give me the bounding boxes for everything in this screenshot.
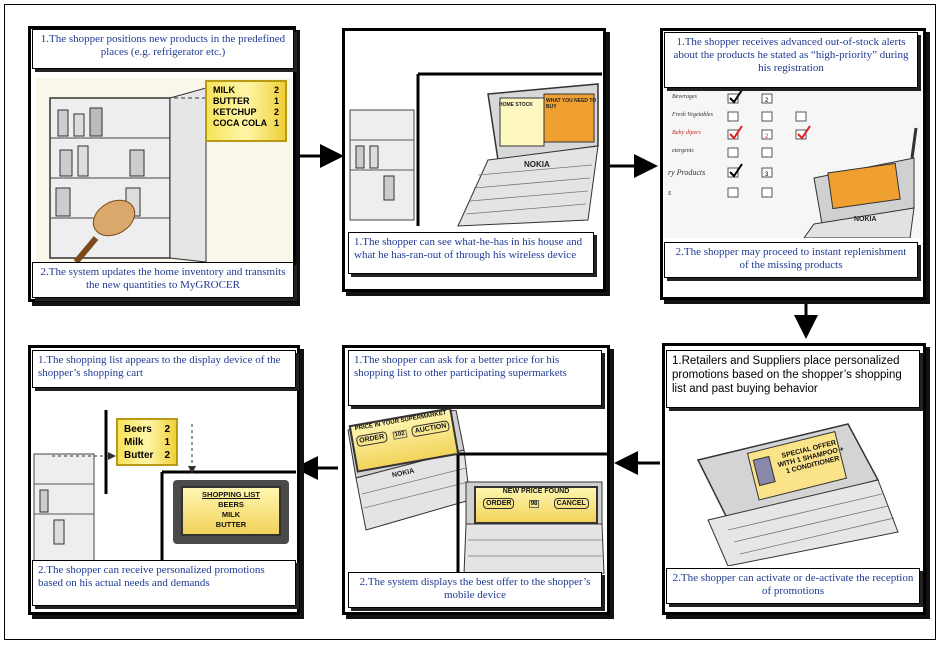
inventory-item-name: KETCHUP: [213, 107, 257, 117]
form-row-label: Baby dipers: [672, 130, 701, 136]
inventory-item-name: MILK: [213, 85, 235, 95]
form-row-label: etergents: [672, 148, 694, 154]
checkbox-form-icon: 2 2 3: [727, 89, 918, 239]
cart-display-screen: SHOPPING LIST BEERS MILK BUTTER: [181, 486, 281, 536]
panel-1-caption-top: 1.The shopper positions new products in …: [32, 29, 294, 69]
auction-phones-illustration: PRICE IN YOUR SUPERMARKET ORDER 102 AUCT…: [346, 407, 608, 575]
panel-5-caption-top: 1.The shopper can ask for a better price…: [348, 350, 602, 406]
cart-screen-item: MILK: [221, 510, 241, 519]
inventory-item-qty: 1: [273, 118, 279, 128]
cart-screen-item: BEERS: [218, 500, 244, 509]
shopping-list-note: Beers 2 Milk 1 Butter 2: [116, 418, 178, 466]
promo-device-icon: [696, 423, 899, 567]
diagram-frame: [4, 4, 936, 640]
screen-col-right: WHAT YOU NEED TO BUY: [546, 98, 597, 110]
inventory-item-name: COCA COLA: [213, 118, 268, 128]
fridge-sketch-icon: [49, 87, 220, 264]
form-row-label: Fresh Vegetables: [672, 112, 713, 118]
form-row-label: Beverages: [672, 94, 697, 100]
fridge-phone-illustration: HOME STOCK WHAT YOU NEED TO BUY NOKIA: [348, 50, 602, 230]
screen-col-left: HOME STOCK: [499, 102, 533, 108]
promo-phone-illustration: SPECIAL OFFER WITH 1 SHAMPOO + 1 CONDITI…: [668, 420, 922, 567]
auction-button[interactable]: AUCTION: [411, 419, 451, 438]
svg-text:2: 2: [765, 98, 769, 104]
list-item-name: Butter: [124, 450, 154, 461]
svg-text:3: 3: [765, 172, 769, 178]
alert-form-illustration: 2 2 3 Beverages Fresh Vegetables Baby di…: [664, 88, 922, 239]
panel-3-caption-top: 1.The shopper receives advanced out-of-s…: [664, 32, 918, 88]
panel-6-caption-top: 1.The shopping list appears to the displ…: [32, 350, 296, 388]
phone-sketch-icon: [349, 72, 602, 227]
list-item-qty: 2: [164, 450, 170, 461]
order-button[interactable]: ORDER: [483, 498, 515, 509]
best-offer-screen: NEW PRICE FOUND ORDER 98 CANCEL: [474, 486, 598, 524]
list-item-name: Beers: [124, 424, 152, 435]
inventory-item-qty: 2: [273, 85, 279, 95]
svg-text:2: 2: [765, 134, 769, 140]
device-brand: NOKIA: [854, 216, 877, 223]
cart-screen-item: BUTTER: [215, 520, 247, 529]
inventory-item-qty: 1: [273, 96, 279, 106]
form-row-label: s: [668, 188, 672, 197]
device-brand: NOKIA: [524, 160, 550, 169]
panel-4-caption-bottom: 2.The shopper can activate or de-activat…: [666, 568, 920, 604]
form-row-label: ry Products: [668, 168, 706, 177]
price-value: 98: [528, 499, 540, 508]
panel-3-caption-bottom: 2.The shopper may proceed to instant rep…: [664, 242, 918, 278]
order-button[interactable]: ORDER: [355, 430, 389, 448]
inventory-item-qty: 2: [273, 107, 279, 117]
list-item-qty: 2: [164, 424, 170, 435]
panel-4-caption-top: 1.Retailers and Suppliers place personal…: [666, 350, 920, 408]
best-offer-title: NEW PRICE FOUND: [502, 488, 570, 495]
panel-6-caption-bottom: 2.The shopper can receive personalized p…: [32, 560, 296, 606]
panel-5-caption-bottom: 2.The system displays the best offer to …: [348, 572, 602, 608]
price-value: 102: [392, 429, 408, 440]
panel-2-caption-bottom: 1.The shopper can see what-he-has in his…: [348, 232, 594, 274]
list-item-name: Milk: [124, 437, 144, 448]
panel-1-caption-bottom: 2.The system updates the home inventory …: [32, 262, 294, 298]
cancel-button[interactable]: CANCEL: [553, 498, 589, 509]
cart-screen-title: SHOPPING LIST: [202, 490, 260, 499]
inventory-note: MILK 2 BUTTER 1 KETCHUP 2 COCA COLA 1: [205, 80, 287, 142]
list-item-qty: 1: [164, 437, 170, 448]
inventory-item-name: BUTTER: [213, 96, 250, 106]
